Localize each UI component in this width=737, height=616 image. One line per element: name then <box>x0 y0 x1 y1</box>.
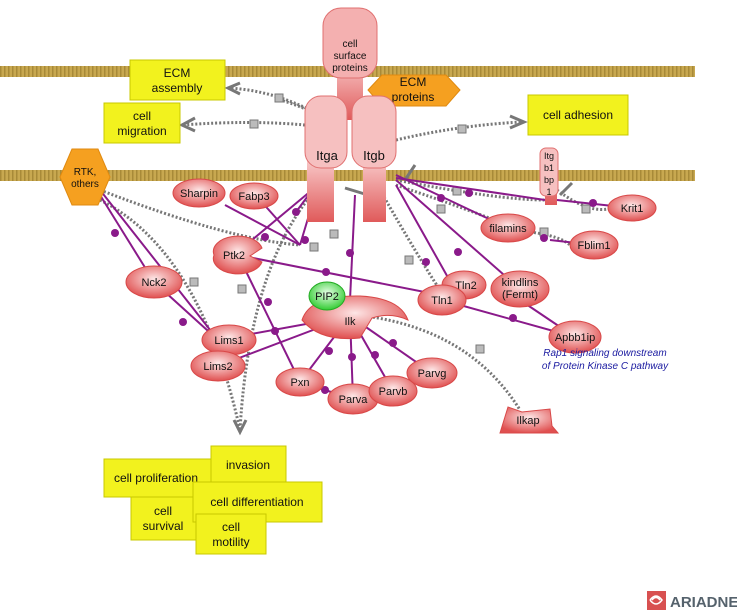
process-ecm-assembly[interactable]: ECM assembly <box>129 59 226 101</box>
kindlins-label-2: (Fermt) <box>502 289 538 301</box>
process-invasion[interactable]: invasion <box>210 445 287 484</box>
csp-label-1: cell <box>342 39 357 50</box>
protein-sharpin[interactable]: Sharpin <box>172 178 226 208</box>
ecm-assembly-label-2: assembly <box>152 81 203 95</box>
kindlins-label-1: kindlins <box>502 277 539 289</box>
process-cell-survival[interactable]: cell survival <box>130 496 197 541</box>
rtk-label-1: RTK, <box>74 167 97 178</box>
lims2-label: Lims2 <box>203 361 232 373</box>
protein-fabp3[interactable]: Fabp3 <box>229 182 279 210</box>
inner-membrane <box>0 170 695 181</box>
cell-migration-label-2: migration <box>117 124 166 138</box>
ariadne-logo-icon <box>647 591 666 610</box>
tln1-label: Tln1 <box>431 295 452 307</box>
protein-pip2[interactable]: PIP2 <box>308 281 346 311</box>
cell-adhesion-label: cell adhesion <box>543 108 613 122</box>
protein-pxn[interactable]: Pxn <box>275 367 325 397</box>
itgb1bp1-label-4: 1 <box>546 187 551 197</box>
itga-label: Itga <box>316 148 338 163</box>
protein-lims1[interactable]: Lims1 <box>201 324 257 356</box>
itgb1bp1-label-3: bp <box>544 175 554 185</box>
rtk-label-2: others <box>71 179 99 190</box>
filamins-label: filamins <box>489 223 527 235</box>
ecm-proteins-node[interactable]: ECM proteins <box>367 74 461 107</box>
itgb1bp1-label-2: b1 <box>544 163 554 173</box>
itga-node[interactable]: Itga <box>304 95 348 222</box>
pip2-label: PIP2 <box>315 291 339 303</box>
protein-fblim1[interactable]: Fblim1 <box>569 230 619 260</box>
pathway-note[interactable]: Rap1 signaling downstream of Protein Kin… <box>542 348 669 372</box>
lims1-label: Lims1 <box>214 335 243 347</box>
apbb1ip-label: Apbb1ip <box>555 332 595 344</box>
ilkap-label: Ilkap <box>516 415 539 427</box>
cell-proliferation-label: cell proliferation <box>114 471 198 485</box>
cell-motility-label-2: motility <box>212 535 249 549</box>
process-cell-adhesion[interactable]: cell adhesion <box>527 94 629 136</box>
cell-survival-label-1: cell <box>154 504 172 518</box>
note-line-1: Rap1 signaling downstream <box>543 348 666 359</box>
cell-migration-label-1: cell <box>133 109 151 123</box>
note-line-2: of Protein Kinase C pathway <box>542 361 669 372</box>
pxn-label: Pxn <box>291 377 310 389</box>
protein-filamins[interactable]: filamins <box>480 213 536 243</box>
nck2-label: Nck2 <box>141 277 166 289</box>
fblim1-label: Fblim1 <box>577 240 610 252</box>
cell-motility-label-1: cell <box>222 520 240 534</box>
protein-ptk2[interactable]: Ptk2 <box>212 235 263 275</box>
krit1-label: Krit1 <box>621 203 644 215</box>
ecm-assembly-label-1: ECM <box>164 66 191 80</box>
ilk-label: Ilk <box>345 316 357 328</box>
process-cell-motility[interactable]: cell motility <box>195 513 267 555</box>
ariadne-logo: ARIADNE <box>647 591 737 611</box>
protein-nodes: Sharpin Fabp3 Ptk2 Nck2 Lims1 Lims2 Ilk … <box>125 178 657 434</box>
regulation-nodes <box>189 93 591 354</box>
csp-label-2: surface <box>334 51 367 62</box>
cell-surface-proteins-node[interactable]: cell surface proteins <box>322 7 378 120</box>
sharpin-label: Sharpin <box>180 188 218 200</box>
itgb-label: Itgb <box>363 148 385 163</box>
parva-label: Parva <box>339 394 369 406</box>
itgb1bp1-node[interactable]: Itg b1 bp 1 <box>539 147 559 205</box>
cell-survival-label-2: survival <box>143 519 184 533</box>
itgb-node[interactable]: Itgb <box>351 95 397 222</box>
protein-lims2[interactable]: Lims2 <box>190 350 246 382</box>
csp-label-3: proteins <box>332 63 368 74</box>
protein-apbb1ip[interactable]: Apbb1ip <box>548 320 602 354</box>
process-cell-migration[interactable]: cell migration <box>103 102 181 144</box>
protein-tln1[interactable]: Tln1 <box>417 284 467 316</box>
invasion-label: invasion <box>226 458 270 472</box>
ecm-label-1: ECM <box>400 75 427 89</box>
itgb1bp1-label-1: Itg <box>544 151 554 161</box>
ariadne-logo-text: ARIADNE <box>670 594 737 611</box>
tln2-label: Tln2 <box>455 280 476 292</box>
interaction-nodes <box>111 189 597 394</box>
ecm-label-2: proteins <box>392 90 435 104</box>
ptk2-label: Ptk2 <box>223 250 245 262</box>
process-boxes: ECM assembly cell migration cell adhesio… <box>103 59 629 555</box>
fabp3-label: Fabp3 <box>238 191 269 203</box>
parvb-label: Parvb <box>379 386 408 398</box>
protein-kindlins[interactable]: kindlins (Fermt) <box>490 270 550 308</box>
parvg-label: Parvg <box>418 368 447 380</box>
cell-differentiation-label: cell differentiation <box>210 495 303 509</box>
rtk-node[interactable]: RTK, others <box>59 148 111 206</box>
protein-nck2[interactable]: Nck2 <box>125 265 183 299</box>
protein-krit1[interactable]: Krit1 <box>607 194 657 222</box>
protein-parvb[interactable]: Parvb <box>368 375 418 407</box>
protein-ilkap[interactable]: Ilkap <box>499 406 560 434</box>
protein-parvg[interactable]: Parvg <box>406 357 458 389</box>
